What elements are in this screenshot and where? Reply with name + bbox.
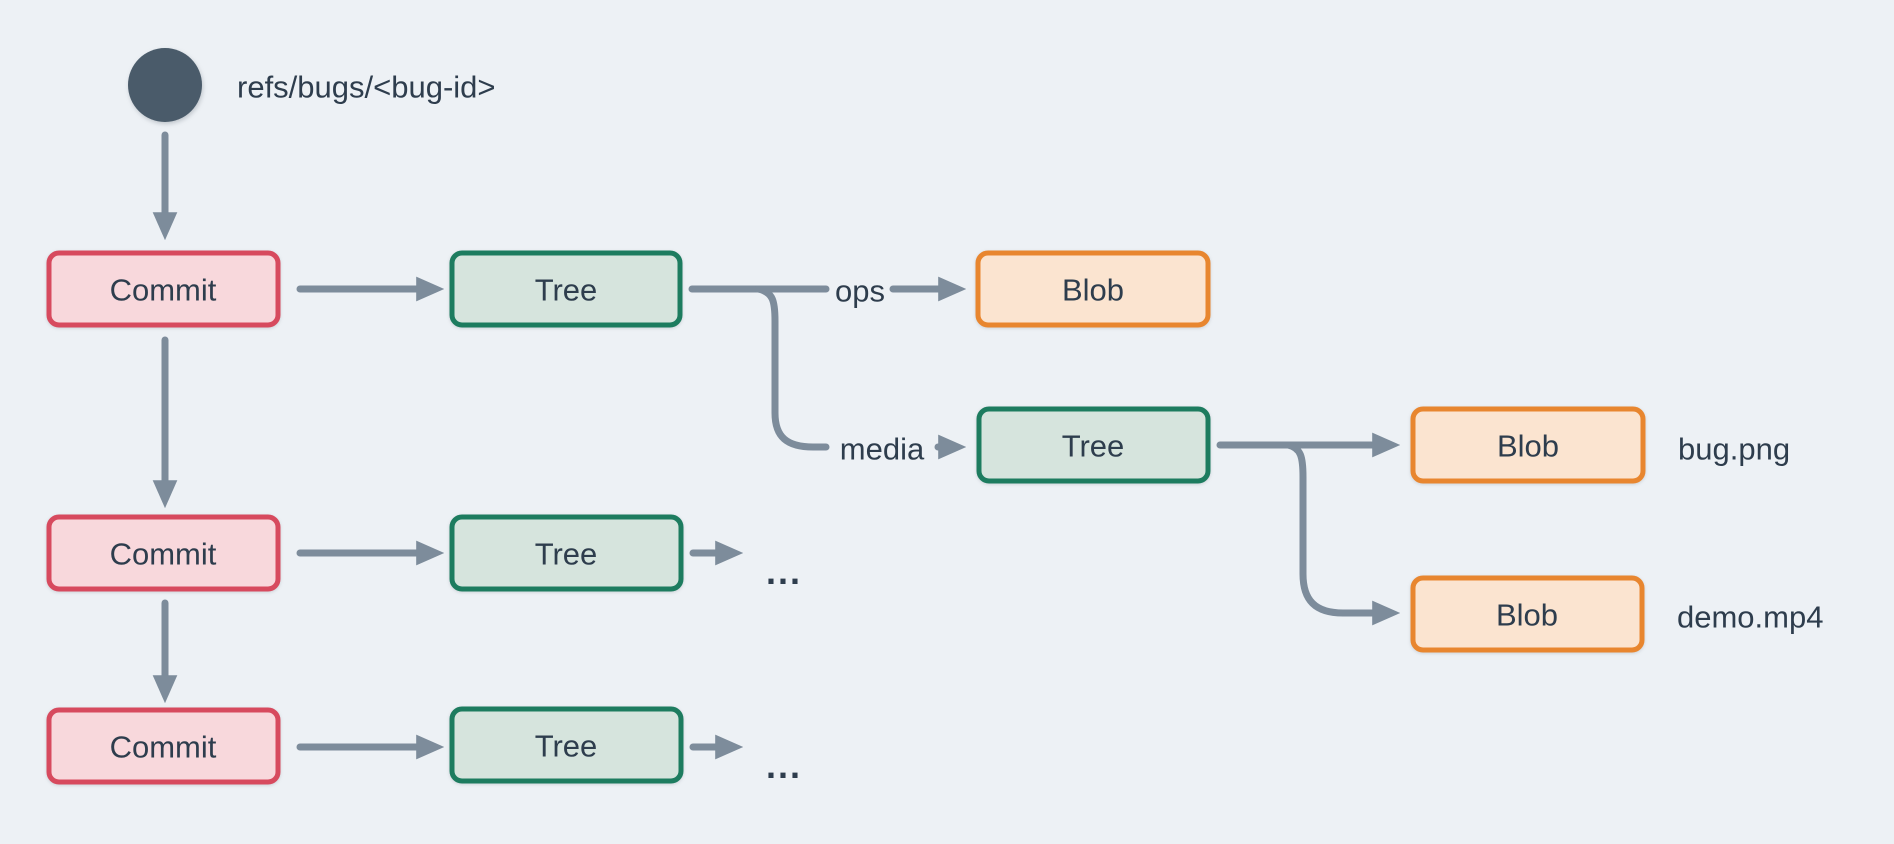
file-label-demo-mp4: demo.mp4 [1677, 600, 1823, 635]
commit-node-3 [46, 707, 281, 785]
blob-node-demo-label: Blob [1496, 598, 1558, 633]
blob-node-bug-label: Blob [1497, 429, 1559, 464]
blob-node-bug [1410, 406, 1646, 484]
edge-label-media: media [840, 432, 925, 467]
tree-node-media [976, 406, 1211, 484]
tree-node-3 [449, 706, 684, 784]
blob-node-demo [1410, 575, 1645, 653]
tree-node-3-label: Tree [535, 729, 598, 764]
edge-label-ops: ops [835, 274, 885, 309]
commit-node-2-label: Commit [110, 537, 217, 572]
blob-node-ops-label: Blob [1062, 273, 1124, 308]
file-label-bug-png: bug.png [1678, 432, 1790, 467]
tree-node-media-label: Tree [1062, 429, 1125, 464]
ref-node [128, 48, 202, 122]
edge-tree1-branch-to-media-label [754, 285, 830, 451]
tree-node-2 [449, 514, 684, 592]
edge-treemedia-branch-to-blob-demo [1284, 441, 1401, 626]
ellipsis-row2: ... [766, 551, 802, 592]
ellipsis-row3: ... [766, 745, 802, 786]
tree-node-2-label: Tree [535, 537, 598, 572]
tree-node-1 [449, 250, 683, 328]
ref-label: refs/bugs/<bug-id> [237, 70, 496, 105]
commit-node-3-label: Commit [110, 730, 217, 765]
tree-node-1-label: Tree [535, 273, 598, 308]
blob-node-ops [975, 250, 1211, 328]
commit-node-1 [46, 250, 281, 328]
commit-node-2 [46, 514, 281, 592]
commit-node-1-label: Commit [110, 273, 217, 308]
